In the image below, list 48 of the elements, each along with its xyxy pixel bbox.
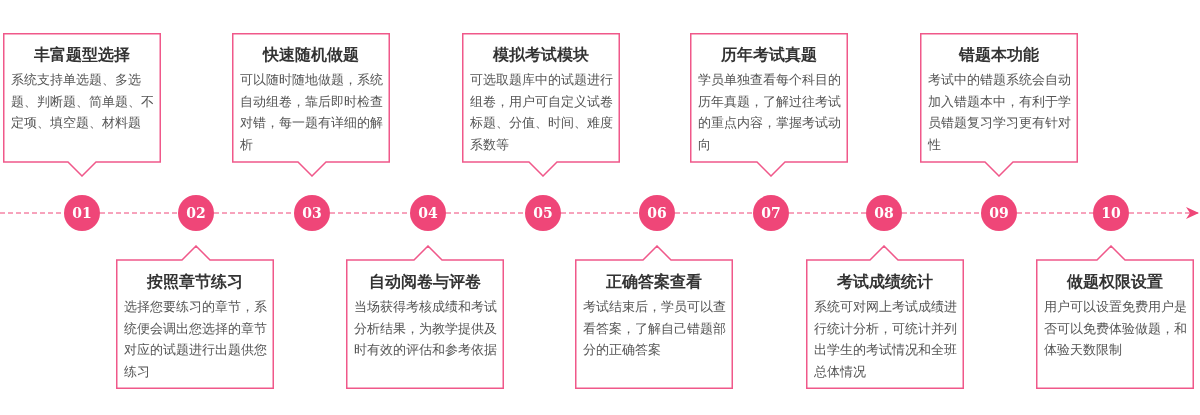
callout-box	[806, 245, 964, 389]
box-text: 学员单独查看每个科目的历年真题，了解过往考试的重点内容，掌握考试动向	[698, 71, 842, 154]
callout-box	[116, 245, 274, 389]
dashed-line	[560, 212, 640, 214]
box-heading: 自动阅卷与评卷	[368, 272, 482, 292]
callout-box	[1036, 245, 1194, 389]
box-heading: 丰富题型选择	[33, 45, 131, 65]
box-heading: 按照章节练习	[145, 272, 244, 292]
step-number-circle: 06	[639, 195, 675, 231]
callout-box	[346, 245, 504, 389]
step-number-circle: 03	[294, 195, 330, 231]
box-text: 可以随时随地做题，系统自动组卷，靠后即时检查对错，每一题有详细的解析	[240, 71, 384, 154]
box-heading: 历年考试真题	[720, 45, 818, 65]
step-number-circle: 04	[410, 195, 446, 231]
box-text: 用户可以设置免费用户是否可以免费体验做题，和体验天数限制	[1044, 298, 1188, 359]
callout-box	[232, 33, 390, 177]
callout-box	[3, 33, 161, 177]
step-number-circle: 07	[753, 195, 789, 231]
box-heading: 模拟考试模块	[492, 45, 590, 65]
dashed-line	[1016, 212, 1094, 214]
step-number-circle: 08	[866, 195, 902, 231]
step-number-circle: 10	[1093, 195, 1129, 231]
dashed-line	[788, 212, 867, 214]
box-text: 系统支持单选题、多选题、判断题、简单题、不定项、填空题、材料题	[11, 71, 155, 132]
dashed-line	[99, 212, 179, 214]
box-text: 考试结束后，学员可以查看答案，了解自己错题部分的正确答案	[583, 298, 727, 359]
callout-box	[920, 33, 1078, 177]
step-number-circle: 09	[981, 195, 1017, 231]
box-heading: 错题本功能	[957, 45, 1040, 65]
callout-box	[690, 33, 848, 177]
box-text: 考试中的错题系统会自动加入错题本中，有利于学员错题复习学习更有针对性	[928, 71, 1072, 154]
box-text: 选择您要练习的章节，系统便会调出您选择的章节对应的试题进行出题供您练习	[124, 298, 268, 381]
box-heading: 考试成绩统计	[836, 272, 934, 292]
dashed-line	[901, 212, 982, 214]
callout-box	[462, 33, 620, 177]
box-heading: 快速随机做题	[261, 45, 360, 65]
step-number-circle: 05	[525, 195, 561, 231]
box-heading: 做题权限设置	[1065, 272, 1164, 292]
box-heading: 正确答案查看	[605, 272, 703, 292]
arrow	[1128, 207, 1199, 219]
step-number-circle: 01	[64, 195, 100, 231]
box-text: 当场获得考核成绩和考试分析结果，为教学提供及时有效的评估和参考依据	[354, 298, 498, 359]
box-text: 系统可对网上考试成绩进行统计分析，可统计并列出学生的考试情况和全班总体情况	[814, 298, 958, 381]
dashed-line	[674, 212, 754, 214]
callout-box	[575, 245, 733, 389]
step-number-circle: 02	[178, 195, 214, 231]
dashed-line	[445, 212, 526, 214]
box-text: 可选取题库中的试题进行组卷，用户可自定义试卷标题、分值、时间、难度系数等	[470, 71, 614, 154]
